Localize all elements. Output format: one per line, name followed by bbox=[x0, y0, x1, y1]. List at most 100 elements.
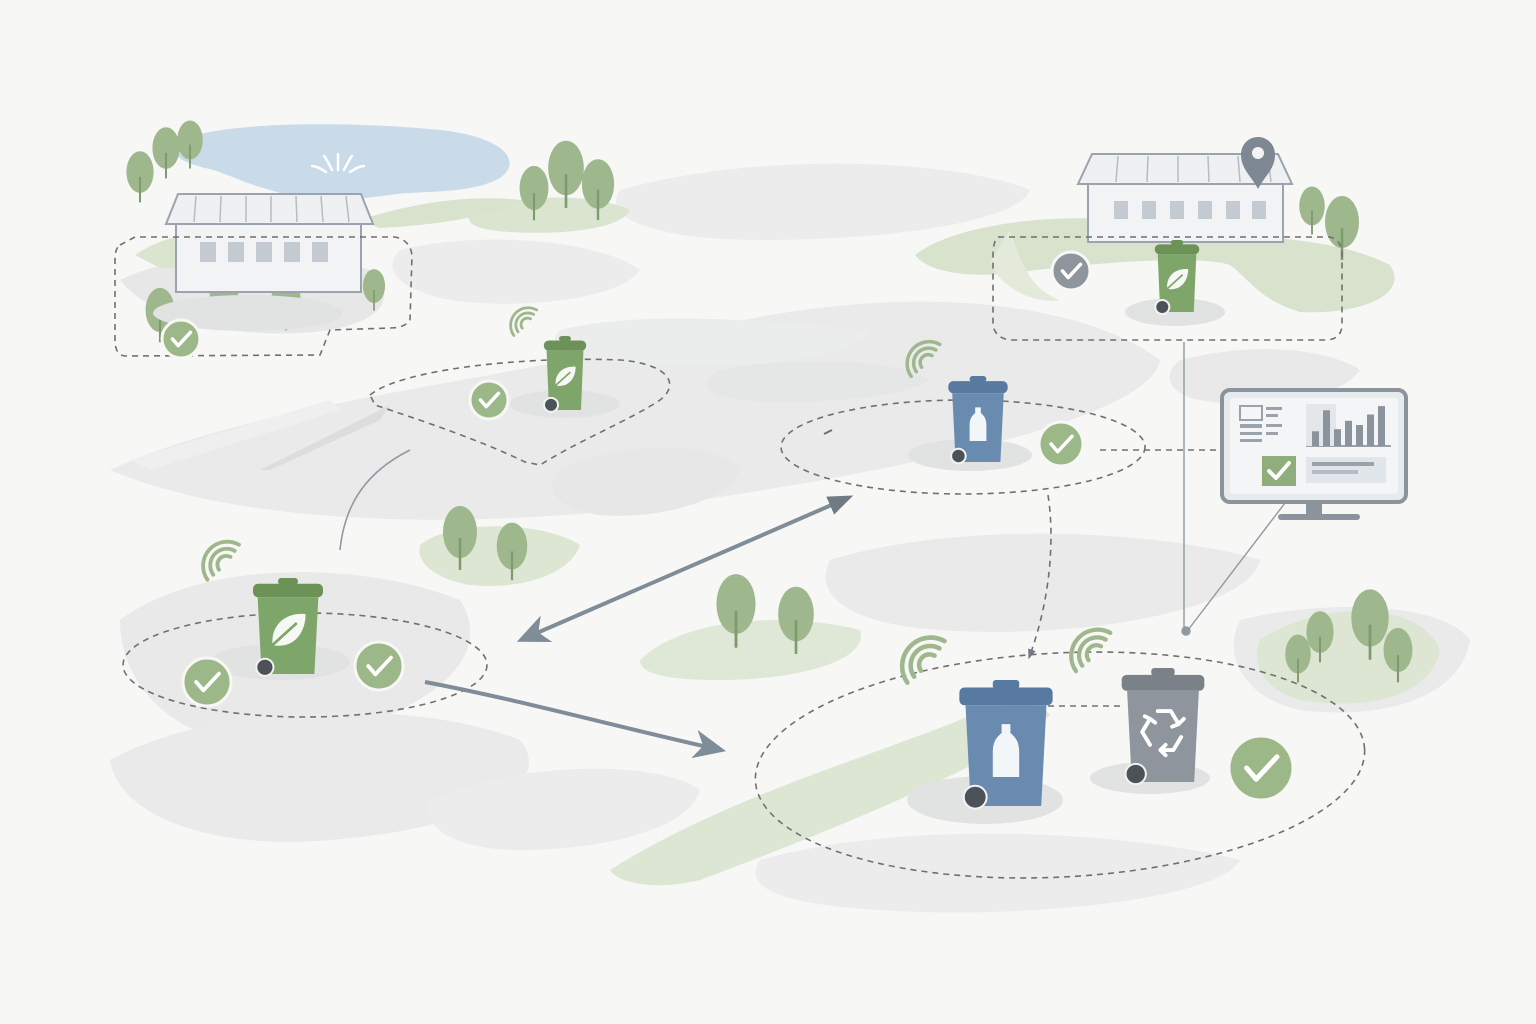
waste-bin-plastic[interactable] bbox=[899, 635, 1053, 810]
depot-building-right bbox=[1076, 153, 1294, 243]
ground-patch bbox=[706, 361, 930, 402]
dashboard-bar bbox=[1323, 410, 1330, 446]
checkmark-icon bbox=[170, 330, 193, 348]
waste-bin-organic[interactable] bbox=[201, 539, 323, 677]
dashboard-bar bbox=[1367, 414, 1374, 446]
status-check-badge bbox=[1037, 420, 1085, 468]
status-check-badge bbox=[1227, 734, 1295, 802]
road-strip bbox=[260, 405, 390, 470]
sensor-dot bbox=[543, 396, 559, 413]
dashboard-bar bbox=[1345, 420, 1352, 446]
checkmark-icon bbox=[194, 671, 221, 693]
dashboard-bar bbox=[1334, 429, 1341, 446]
leaf-icon bbox=[555, 366, 576, 387]
bottle-icon bbox=[969, 407, 987, 441]
bottle-icon bbox=[992, 724, 1020, 777]
wireless-signal-icon bbox=[509, 306, 539, 337]
zone-boundary bbox=[754, 651, 1366, 879]
ground-patch bbox=[110, 712, 529, 842]
dashboard-list-icon bbox=[1239, 405, 1282, 442]
status-check-badge bbox=[353, 640, 405, 692]
tree-icon bbox=[519, 165, 549, 221]
waste-bins bbox=[201, 240, 1205, 810]
route-arrow bbox=[516, 495, 854, 643]
monitor-links bbox=[1181, 342, 1286, 636]
grass-patch bbox=[610, 704, 1050, 886]
status-check-badge bbox=[181, 656, 233, 708]
tree-icon bbox=[126, 151, 154, 203]
ground-patch bbox=[825, 533, 1260, 632]
sensor-dot bbox=[962, 784, 988, 810]
ground-patch bbox=[392, 239, 640, 304]
tree-icon bbox=[443, 506, 477, 570]
wireless-signal-icon bbox=[1069, 627, 1113, 674]
ground-patch bbox=[110, 301, 1160, 520]
zone-boundary bbox=[992, 236, 1343, 341]
ground-patch bbox=[554, 318, 870, 367]
wireless-signal-icon bbox=[905, 339, 942, 379]
tree-icon bbox=[1285, 634, 1311, 683]
checkmark-icon bbox=[366, 655, 393, 677]
route-arrow bbox=[823, 429, 833, 435]
lake bbox=[174, 124, 510, 200]
checkmark-icon bbox=[1244, 754, 1280, 782]
dashboard-text-lines bbox=[1306, 457, 1386, 483]
tree-icon bbox=[548, 140, 584, 208]
grass-patch bbox=[640, 620, 861, 680]
bar-chart-icon bbox=[1306, 404, 1391, 447]
checkmark-icon bbox=[1049, 434, 1074, 454]
dashboard-bar bbox=[1378, 406, 1385, 446]
leaf-icon bbox=[271, 613, 306, 646]
dashboard-bar bbox=[1356, 425, 1363, 446]
grass-patch bbox=[990, 230, 1060, 301]
grass-patch bbox=[360, 198, 520, 228]
sensor-dot bbox=[1154, 298, 1171, 315]
dashboard-bar bbox=[1312, 431, 1319, 446]
monitor-stand bbox=[1306, 502, 1322, 514]
route-arrow bbox=[339, 449, 411, 551]
depot-building-left bbox=[164, 193, 375, 293]
wireless-signal-icon bbox=[899, 635, 947, 685]
waste-bin-recycling[interactable] bbox=[1069, 627, 1205, 786]
fountain-icon bbox=[310, 152, 366, 174]
route-arrows bbox=[339, 429, 854, 759]
recycle-icon bbox=[1140, 709, 1186, 758]
location-pin-icon bbox=[1241, 137, 1275, 189]
wireless-signal-icon bbox=[201, 539, 241, 582]
dashboard-checkbox[interactable] bbox=[1262, 456, 1296, 486]
sensor-dot bbox=[950, 447, 967, 465]
zone-boundary bbox=[369, 358, 671, 466]
waste-bin-organic[interactable] bbox=[1154, 240, 1200, 315]
checkmark-icon bbox=[1267, 461, 1291, 480]
waste-bin-plastic[interactable] bbox=[905, 339, 1008, 465]
ground-patch bbox=[616, 163, 1030, 240]
status-check-badge bbox=[468, 379, 510, 421]
status-checks bbox=[160, 250, 1295, 802]
route-arrow bbox=[424, 680, 727, 759]
tree-icon bbox=[152, 127, 180, 179]
status-check-badge bbox=[1050, 250, 1092, 292]
grass-patch bbox=[469, 197, 630, 233]
road-strip bbox=[130, 400, 340, 470]
tree-icon bbox=[177, 120, 203, 169]
waste-bin-organic[interactable] bbox=[509, 306, 587, 413]
tree-icon bbox=[1383, 627, 1413, 683]
checkmark-icon bbox=[478, 391, 501, 409]
status-check-badge bbox=[160, 318, 202, 360]
zone-boundary bbox=[114, 236, 413, 357]
tree-icon bbox=[1299, 186, 1325, 235]
monitor-base bbox=[1278, 514, 1360, 520]
ground-patch bbox=[428, 768, 700, 850]
monitoring-dashboard[interactable] bbox=[1220, 388, 1408, 520]
zone-connector bbox=[1028, 494, 1052, 660]
tree-icon bbox=[1351, 589, 1389, 660]
tree-icon bbox=[581, 159, 615, 221]
sensor-dot bbox=[1124, 762, 1147, 786]
checkmark-icon bbox=[1060, 262, 1083, 280]
ground-patch bbox=[755, 833, 1240, 913]
sensor-dot bbox=[255, 657, 275, 677]
tree-icon bbox=[362, 269, 386, 311]
tree-icon bbox=[1306, 611, 1334, 663]
leaf-icon bbox=[1166, 268, 1189, 290]
